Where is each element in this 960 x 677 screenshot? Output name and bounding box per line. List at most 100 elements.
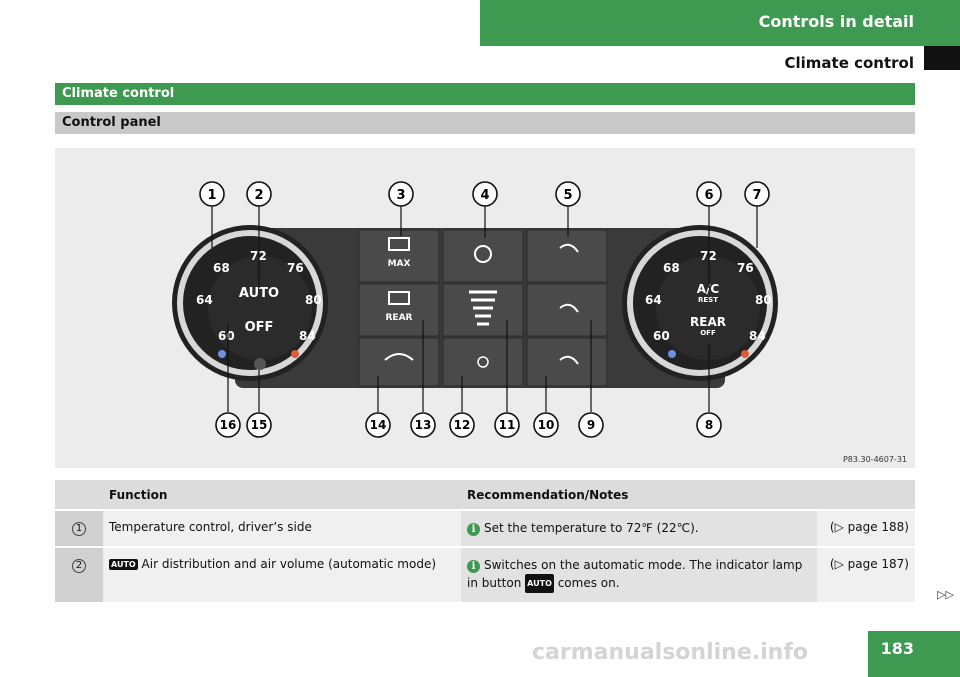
footwell-arrow-icon <box>559 355 579 365</box>
callout-12-circle <box>449 412 475 438</box>
callout-2-circle <box>246 181 272 207</box>
left-dial-inner <box>208 256 312 360</box>
off-button-label: OFF <box>245 320 274 335</box>
left-tick-72: 72 <box>250 249 267 263</box>
recirculation-icon <box>384 353 414 361</box>
callout-11-circle <box>494 412 520 438</box>
rear-off-button-label: REAR <box>690 315 726 329</box>
right-tick-76: 76 <box>737 261 754 275</box>
callout-16-circle <box>215 412 241 438</box>
left-tick-84: 84 <box>299 329 316 343</box>
callout-4-circle <box>472 181 498 207</box>
auto-button-icon: AUTO <box>109 559 138 570</box>
auto-button-icon: AUTO <box>525 574 554 593</box>
ac-button-label: A/C <box>697 282 720 296</box>
function-table: Function Recommendation/Notes 1 Temperat… <box>55 480 915 604</box>
info-icon: i <box>467 560 480 573</box>
fan-icon <box>474 245 492 263</box>
callout-7: 7 <box>752 188 761 203</box>
callout-9: 9 <box>587 418 595 432</box>
rear-button-label: REAR <box>386 313 413 323</box>
recirculation-button <box>358 337 440 387</box>
table-row: 1 Temperature control, driver’s side i Se… <box>55 510 915 548</box>
rest-label: REST <box>698 296 718 304</box>
right-tick-68: 68 <box>663 261 680 275</box>
right-tick-72: 72 <box>700 249 717 263</box>
sub-heading-bar: Control panel <box>55 112 915 134</box>
right-tick-84: 84 <box>749 329 766 343</box>
center-arrow-icon <box>559 303 579 313</box>
control-panel-figure: MAX REAR 60 64 68 72 76 80 84 <box>55 148 915 468</box>
table-header-row: Function Recommendation/Notes <box>55 480 915 511</box>
row-function: Temperature control, driver’s side <box>109 520 312 534</box>
col-header-notes: Recommendation/Notes <box>461 480 817 511</box>
section-header: Controls in detail <box>480 0 960 46</box>
page-reference-link[interactable]: (▷ page 188) <box>817 510 915 548</box>
row-number: 1 <box>72 522 86 536</box>
row-note-end: comes on. <box>557 576 620 590</box>
table-row: 2 AUTO Air distribution and air volume (… <box>55 547 915 604</box>
rear-off-sub-label: OFF <box>700 329 716 337</box>
callout-10-circle <box>533 412 559 438</box>
auto-button-label: AUTO <box>239 286 279 301</box>
sensor-icon <box>254 358 266 370</box>
callout-5-circle <box>555 181 581 207</box>
max-button-label: MAX <box>388 259 411 269</box>
callout-7-circle <box>744 181 770 207</box>
callout-1-circle <box>199 181 225 207</box>
defrost-arrow-icon <box>559 243 579 253</box>
fan-small-icon <box>477 356 489 368</box>
right-tick-64: 64 <box>645 293 662 307</box>
callout-1: 1 <box>207 188 216 203</box>
cold-indicator <box>218 350 226 358</box>
callout-13: 13 <box>415 418 432 432</box>
defrost-airflow-button <box>526 229 608 283</box>
page-number: 183 <box>880 639 914 658</box>
left-tick-80: 80 <box>305 293 322 307</box>
main-heading-bar: Climate control <box>55 83 915 105</box>
right-cold-indicator <box>668 350 676 358</box>
callout-8-circle <box>696 412 722 438</box>
callout-3-circle <box>388 181 414 207</box>
col-header-function: Function <box>103 480 461 511</box>
right-hot-indicator <box>741 350 749 358</box>
fan-button <box>442 229 524 283</box>
fan-down-button <box>442 337 524 387</box>
callout-15-circle <box>246 412 272 438</box>
figure-code: P83.30-4607-31 <box>843 455 907 464</box>
right-tick-80: 80 <box>755 293 772 307</box>
callout-14: 14 <box>370 418 387 432</box>
info-icon: i <box>467 523 480 536</box>
right-tick-60: 60 <box>653 329 670 343</box>
col-header-ref <box>817 480 915 511</box>
left-tick-68: 68 <box>213 261 230 275</box>
right-dial-inner <box>656 256 760 360</box>
left-tick-64: 64 <box>196 293 213 307</box>
callout-12: 12 <box>454 418 471 432</box>
max-defrost-icon <box>388 237 410 251</box>
callout-2: 2 <box>254 188 263 203</box>
control-panel-illustration: MAX REAR 60 64 68 72 76 80 84 <box>172 181 907 464</box>
page-reference-link[interactable]: (▷ page 187) <box>817 547 915 604</box>
col-header-number <box>55 480 103 511</box>
watermark: carmanualsonline.info <box>532 640 808 665</box>
right-dial-ring <box>627 230 773 376</box>
rear-defrost-icon <box>388 291 410 305</box>
callout-6-circle <box>696 181 722 207</box>
footwell-airflow-button <box>526 337 608 387</box>
callout-9-circle <box>578 412 604 438</box>
page-number-box: 183 <box>868 631 960 677</box>
callout-16: 16 <box>220 418 237 432</box>
row-number: 2 <box>72 559 86 573</box>
row-note: Set the temperature to 72℉ (22℃). <box>484 521 699 535</box>
callout-10: 10 <box>538 418 555 432</box>
row-note: Switches on the automatic mode. The indi… <box>467 558 803 590</box>
max-defrost-button <box>358 229 440 283</box>
callout-15: 15 <box>251 418 268 432</box>
center-airflow-button <box>526 283 608 337</box>
section-title: Controls in detail <box>758 12 914 31</box>
left-tick-76: 76 <box>287 261 304 275</box>
header-corner-block <box>924 46 960 70</box>
left-tick-60: 60 <box>218 329 235 343</box>
callout-4: 4 <box>480 188 489 203</box>
